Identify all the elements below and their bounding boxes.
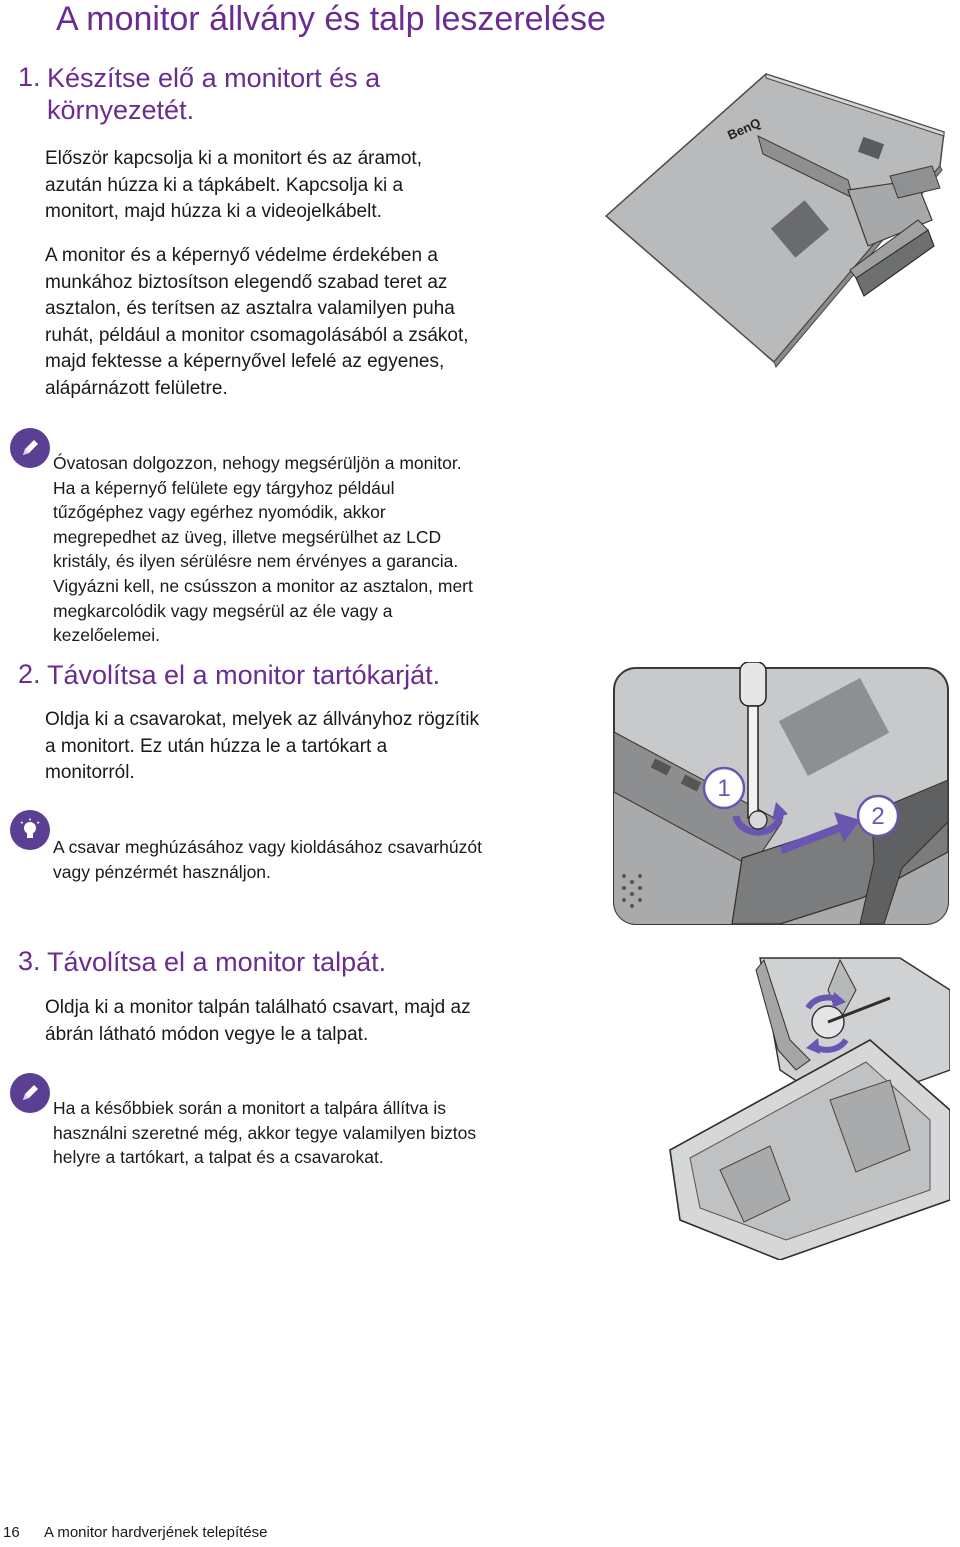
pencil-icon bbox=[10, 1073, 50, 1113]
step-1-title-line2: környezetét. bbox=[47, 95, 195, 125]
lightbulb-icon bbox=[10, 810, 50, 850]
remove-base-illustration bbox=[669, 957, 950, 1260]
callout-2-label: 2 bbox=[871, 803, 884, 830]
monitor-facedown-illustration: BenQ bbox=[604, 73, 945, 368]
text-line: a monitort. Ez után húzza le a tartókart… bbox=[45, 735, 388, 757]
text-line: tűzőgéphez vagy egérhez nyomódik, akkor bbox=[53, 502, 386, 523]
text-line: megkarcolódik vagy megsérül az éle vagy … bbox=[53, 600, 393, 621]
step-3-note: Ha a későbbiek során a monitort a talpár… bbox=[53, 1096, 573, 1170]
text-line: munkához biztosítson elegendő szabad ter… bbox=[45, 271, 448, 293]
text-line: Oldja ki a monitor talpán található csav… bbox=[45, 997, 471, 1018]
text-line: kristály, és ilyen sérülésre nem érvénye… bbox=[53, 551, 459, 572]
step-1-note: Óvatosan dolgozzon, nehogy megsérüljön a… bbox=[53, 451, 573, 648]
step-2-paragraph: Oldja ki a csavarokat, melyek az állvány… bbox=[45, 707, 585, 787]
text-line: Vigyázni kell, ne csússzon a monitor az … bbox=[53, 575, 473, 596]
callout-1 bbox=[702, 766, 746, 810]
rotate-arrow-icon bbox=[732, 802, 788, 836]
screwdriver-icon bbox=[739, 662, 767, 819]
text-line: majd fektesse a képernyővel lefelé az eg… bbox=[45, 351, 445, 372]
text-line: alápárnázott felületre. bbox=[45, 377, 228, 399]
text-line: Óvatosan dolgozzon, nehogy megsérüljön a… bbox=[53, 453, 462, 473]
text-line: ruhát, például a monitor csomagolásából … bbox=[45, 324, 469, 346]
step-3-title: Távolítsa el a monitor talpát. bbox=[47, 947, 387, 977]
step-2-tip: A csavar meghúzásához vagy kioldásához c… bbox=[53, 835, 573, 884]
step-3-paragraph: Oldja ki a monitor talpán található csav… bbox=[45, 995, 585, 1048]
step-1-paragraph-1: Először kapcsolja ki a monitort és az ár… bbox=[45, 146, 585, 226]
text-line: Először kapcsolja ki a monitort és az ár… bbox=[45, 148, 422, 169]
pencil-icon bbox=[10, 428, 50, 468]
text-line: vagy pénzérmét használjon. bbox=[53, 861, 271, 882]
slide-arrow-icon bbox=[780, 812, 860, 854]
text-line: megrepedhet az üveg, illetve megsérülhet… bbox=[53, 526, 442, 547]
footer-section-title: A monitor hardverjének telepítése bbox=[44, 1524, 268, 1541]
step-1-paragraph-2: A monitor és a képernyő védelme érdekébe… bbox=[45, 243, 585, 402]
text-line: ábrán látható módon vegye le a talpat. bbox=[45, 1023, 369, 1045]
step-2-number: 2. bbox=[18, 659, 41, 689]
callout-2 bbox=[856, 794, 900, 838]
text-line: asztalon, és terítsen az asztalra valami… bbox=[45, 298, 455, 319]
text-line: Oldja ki a csavarokat, melyek az állvány… bbox=[45, 709, 480, 730]
footer-page-number: 16 bbox=[3, 1524, 20, 1541]
text-line: A csavar meghúzásához vagy kioldásához c… bbox=[53, 837, 482, 857]
text-line: Ha a későbbiek során a monitort a talpár… bbox=[53, 1098, 446, 1118]
text-line: A monitor és a képernyő védelme érdekébe… bbox=[45, 245, 438, 266]
text-line: monitort, majd húzza ki a videojelkábelt… bbox=[45, 201, 382, 222]
text-line: kezelőelemei. bbox=[53, 625, 160, 646]
step-3-number: 3. bbox=[18, 946, 41, 976]
text-line: használni szeretné még, akkor tegye vala… bbox=[53, 1122, 477, 1143]
callout-1-label: 1 bbox=[717, 775, 730, 802]
step-1-title-line1: Készítse elő a monitort és a bbox=[47, 63, 381, 93]
text-line: Ha a képernyő felülete egy tárgyhoz péld… bbox=[53, 477, 395, 498]
text-line: monitorról. bbox=[45, 762, 135, 783]
step-1-number: 1. bbox=[18, 62, 41, 92]
text-line: azután húzza ki a tápkábelt. Kapcsolja k… bbox=[45, 174, 404, 196]
step-1-title: Készítse elő a monitort és a környezetét… bbox=[47, 62, 380, 126]
step-2-title: Távolítsa el a monitor tartókarját. bbox=[47, 660, 441, 690]
text-line: helyre a tartókart, a talpat és a csavar… bbox=[53, 1147, 384, 1168]
remove-arm-illustration: 1 2 bbox=[613, 662, 949, 925]
page-title: A monitor állvány és talp leszerelése bbox=[56, 0, 606, 38]
